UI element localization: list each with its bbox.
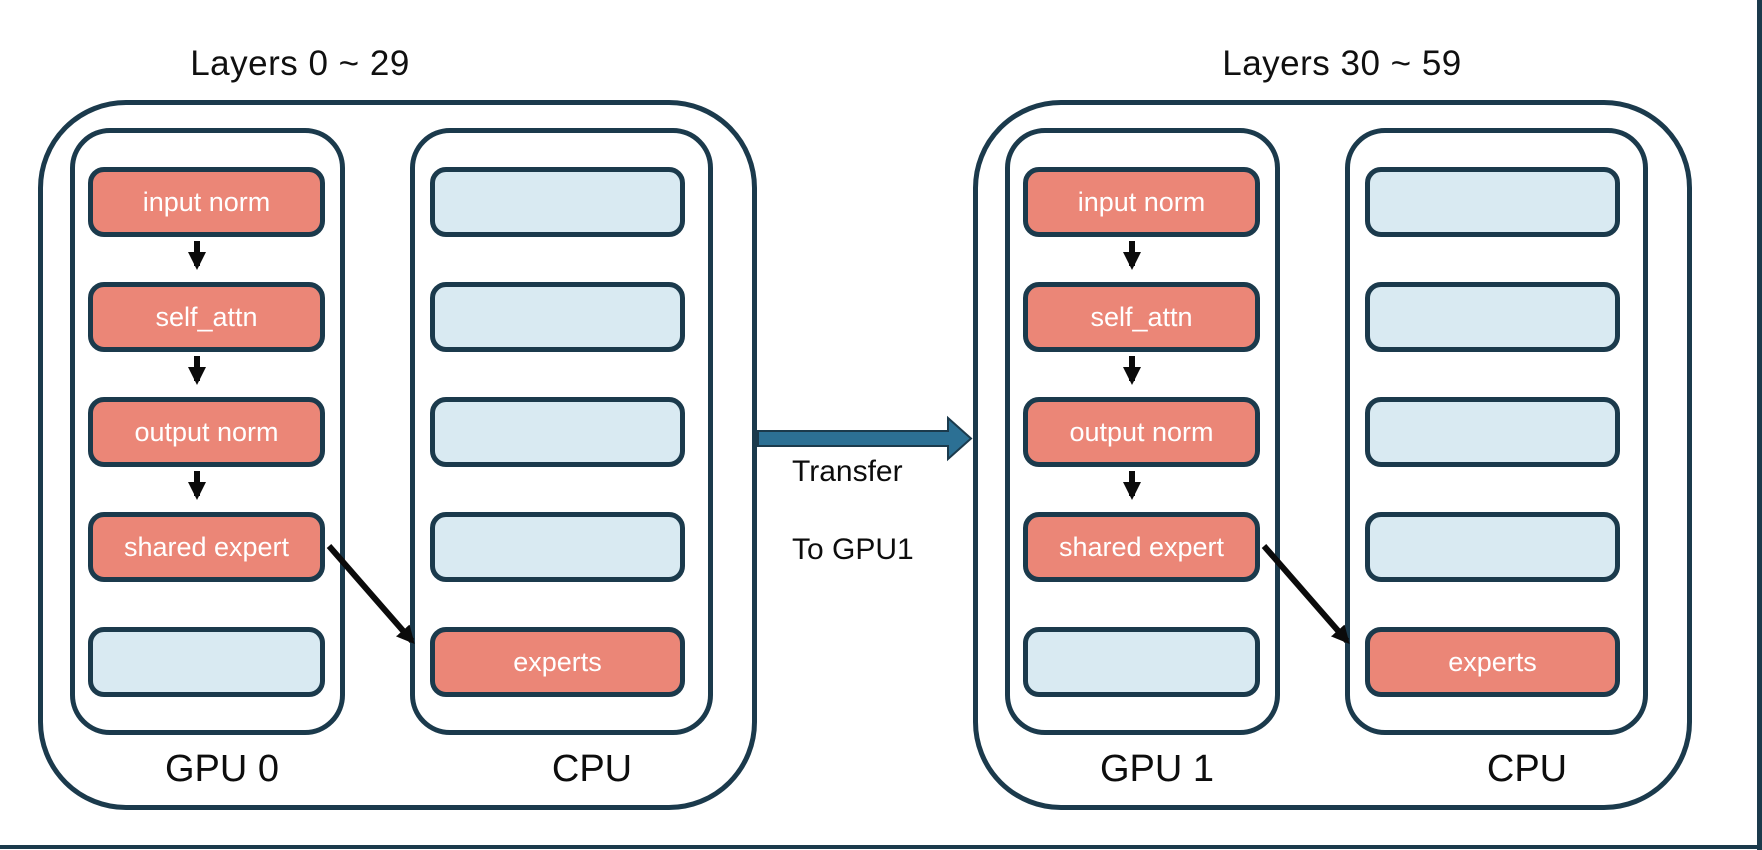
- cpu-left-box-empty-2: [430, 282, 685, 352]
- canvas-border-right: [1757, 0, 1762, 850]
- cpu-right-box-empty-1: [1365, 167, 1620, 237]
- gpu1-label: GPU 1: [1099, 748, 1215, 790]
- cpu-right-box-empty-3: [1365, 397, 1620, 467]
- gpu1-box-empty: [1023, 627, 1260, 697]
- box-label: self_attn: [155, 301, 258, 332]
- transfer-label-line2: To GPU1: [792, 533, 914, 566]
- box-label: shared expert: [123, 531, 290, 562]
- cpu-left-box-empty-3: [430, 397, 685, 467]
- transfer-label: Transfer To GPU1: [792, 452, 914, 569]
- transfer-label-line1: Transfer: [792, 455, 903, 488]
- cpu-label-right: CPU: [1486, 748, 1568, 790]
- box-label: shared expert: [1058, 531, 1225, 562]
- gpu0-box-self-attn: self_attn: [88, 282, 325, 352]
- gpu1-box-self-attn: self_attn: [1023, 282, 1260, 352]
- gpu0-label: GPU 0: [164, 748, 280, 790]
- box-label: input norm: [142, 186, 271, 217]
- gpu0-box-input-norm: input norm: [88, 167, 325, 237]
- cpu-label-left: CPU: [551, 748, 633, 790]
- box-label: experts: [513, 646, 602, 677]
- group-title-layers-30-59: Layers 30 ~ 59: [1222, 44, 1462, 83]
- gpu1-box-shared-expert: shared expert: [1023, 512, 1260, 582]
- canvas-border-bottom: [0, 845, 1762, 849]
- box-label: experts: [1448, 646, 1537, 677]
- gpu0-box-empty: [88, 627, 325, 697]
- gpu0-box-output-norm: output norm: [88, 397, 325, 467]
- gpu1-box-input-norm: input norm: [1023, 167, 1260, 237]
- cpu-left-box-empty-1: [430, 167, 685, 237]
- cpu-right-box-empty-4: [1365, 512, 1620, 582]
- box-label: output norm: [1069, 416, 1214, 447]
- gpu0-box-shared-expert: shared expert: [88, 512, 325, 582]
- box-label: input norm: [1077, 186, 1206, 217]
- cpu-left-box-experts: experts: [430, 627, 685, 697]
- box-label: self_attn: [1090, 301, 1193, 332]
- cpu-left-box-empty-4: [430, 512, 685, 582]
- gpu1-box-output-norm: output norm: [1023, 397, 1260, 467]
- cpu-right-box-empty-2: [1365, 282, 1620, 352]
- box-label: output norm: [134, 416, 279, 447]
- cpu-right-box-experts: experts: [1365, 627, 1620, 697]
- group-title-layers-0-29: Layers 0 ~ 29: [190, 44, 410, 83]
